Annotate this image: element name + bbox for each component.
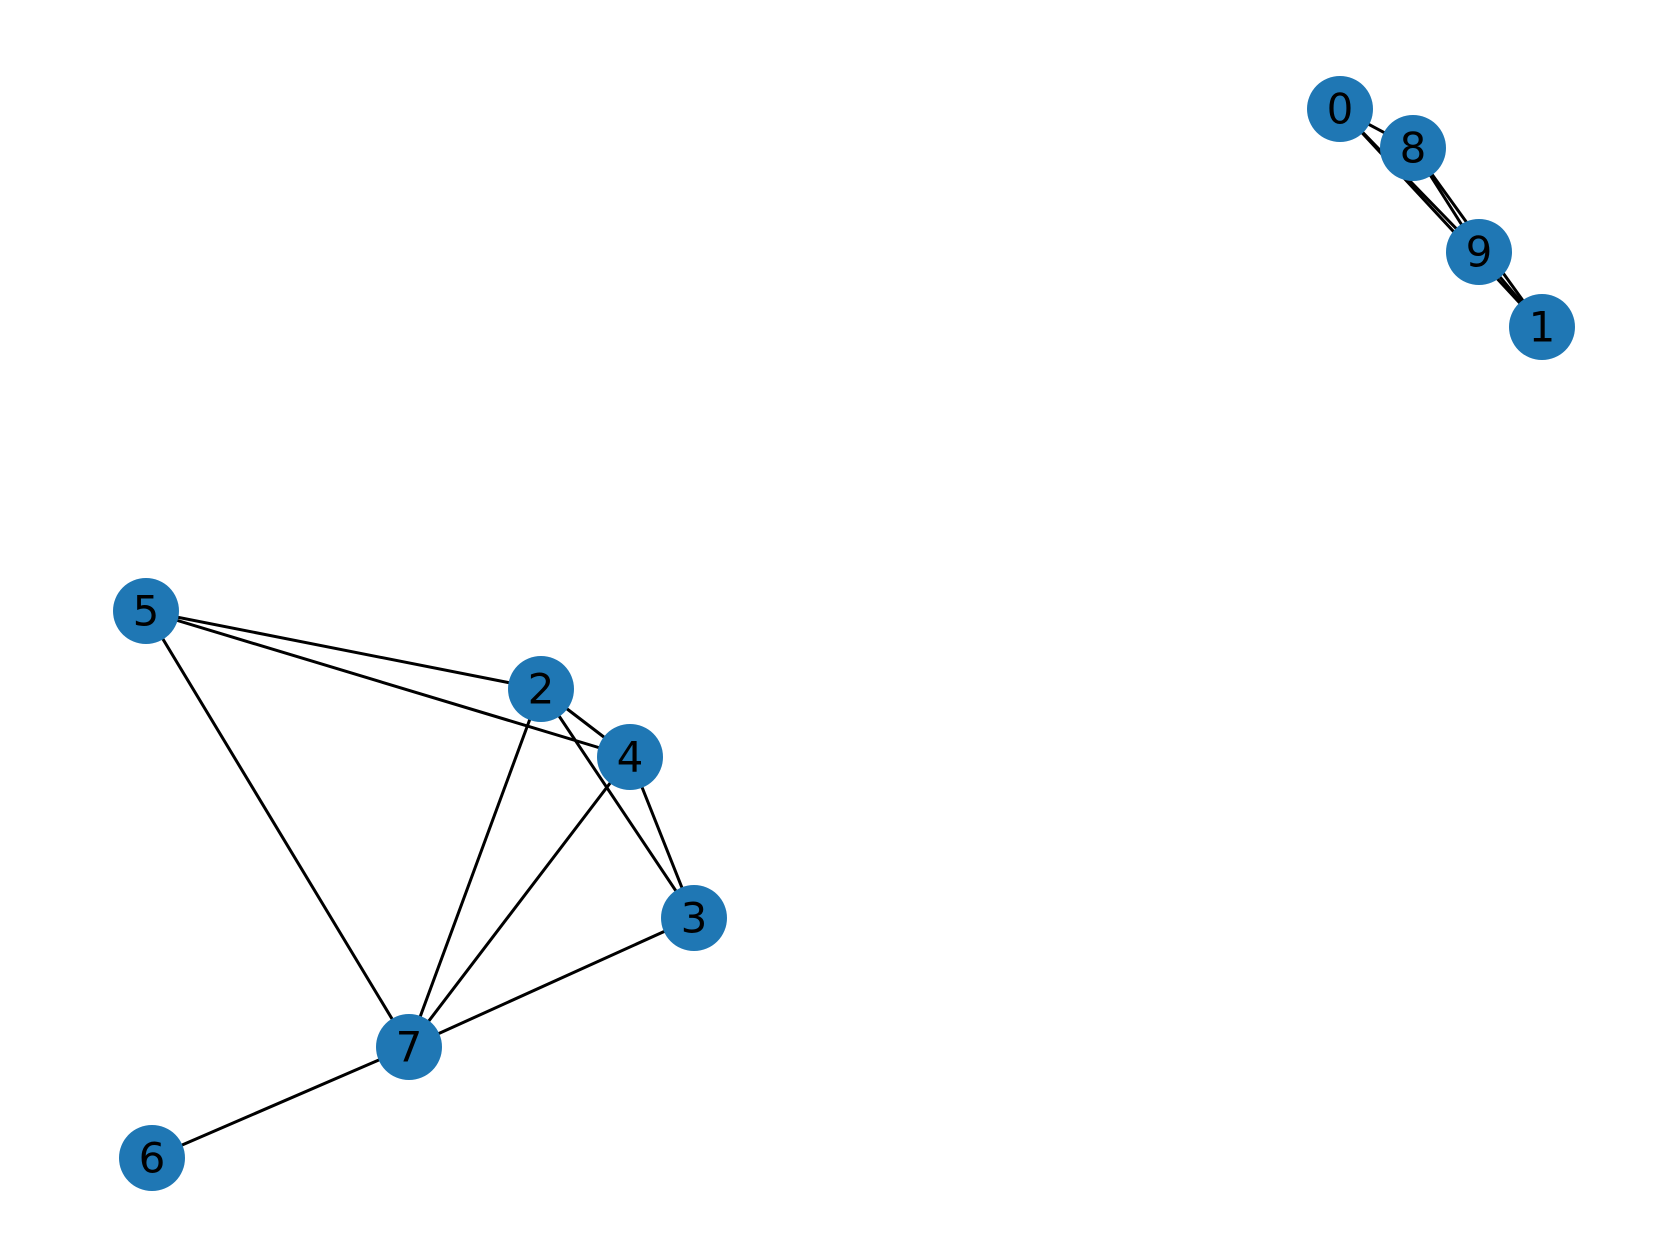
- node-7: 7: [376, 1014, 442, 1080]
- node-label: 4: [617, 733, 644, 782]
- node-0: 0: [1307, 76, 1373, 142]
- edge-5-2: [145, 609, 542, 691]
- node-label: 5: [133, 587, 160, 636]
- node-8: 8: [1380, 115, 1446, 181]
- node-circle: [1380, 115, 1446, 181]
- node-label: 2: [528, 665, 555, 714]
- edge-0-1: [1338, 107, 1544, 329]
- node-label: 0: [1327, 85, 1354, 134]
- node-2: 2: [508, 656, 574, 722]
- node-circle: [597, 724, 663, 790]
- node-circle: [113, 578, 179, 644]
- node-label: 1: [1529, 303, 1556, 352]
- edge-3-7: [408, 916, 695, 1049]
- edge-4-7: [407, 756, 632, 1048]
- node-circle: [1509, 294, 1575, 360]
- node-label: 6: [139, 1134, 166, 1183]
- node-9: 9: [1446, 219, 1512, 285]
- node-label: 8: [1400, 124, 1427, 173]
- edge-5-4: [145, 609, 631, 759]
- node-5: 5: [113, 578, 179, 644]
- node-3: 3: [661, 885, 727, 951]
- edge-5-7: [144, 610, 411, 1048]
- node-circle: [1307, 76, 1373, 142]
- node-label: 3: [681, 894, 708, 943]
- node-circle: [376, 1014, 442, 1080]
- node-label: 7: [396, 1023, 423, 1072]
- node-6: 6: [119, 1125, 185, 1191]
- node-circle: [119, 1125, 185, 1191]
- edge-2-7: [407, 688, 543, 1048]
- node-circle: [1446, 219, 1512, 285]
- node-circle: [661, 885, 727, 951]
- node-1: 1: [1509, 294, 1575, 360]
- edge-2-3: [539, 688, 696, 919]
- edge-7-6: [151, 1045, 410, 1160]
- edges-layer: [144, 107, 1544, 1160]
- node-circle: [508, 656, 574, 722]
- node-label: 9: [1466, 228, 1493, 277]
- node-4: 4: [597, 724, 663, 790]
- nodes-layer: 0 1 2 3 4 5 6 7 8 9: [113, 76, 1575, 1191]
